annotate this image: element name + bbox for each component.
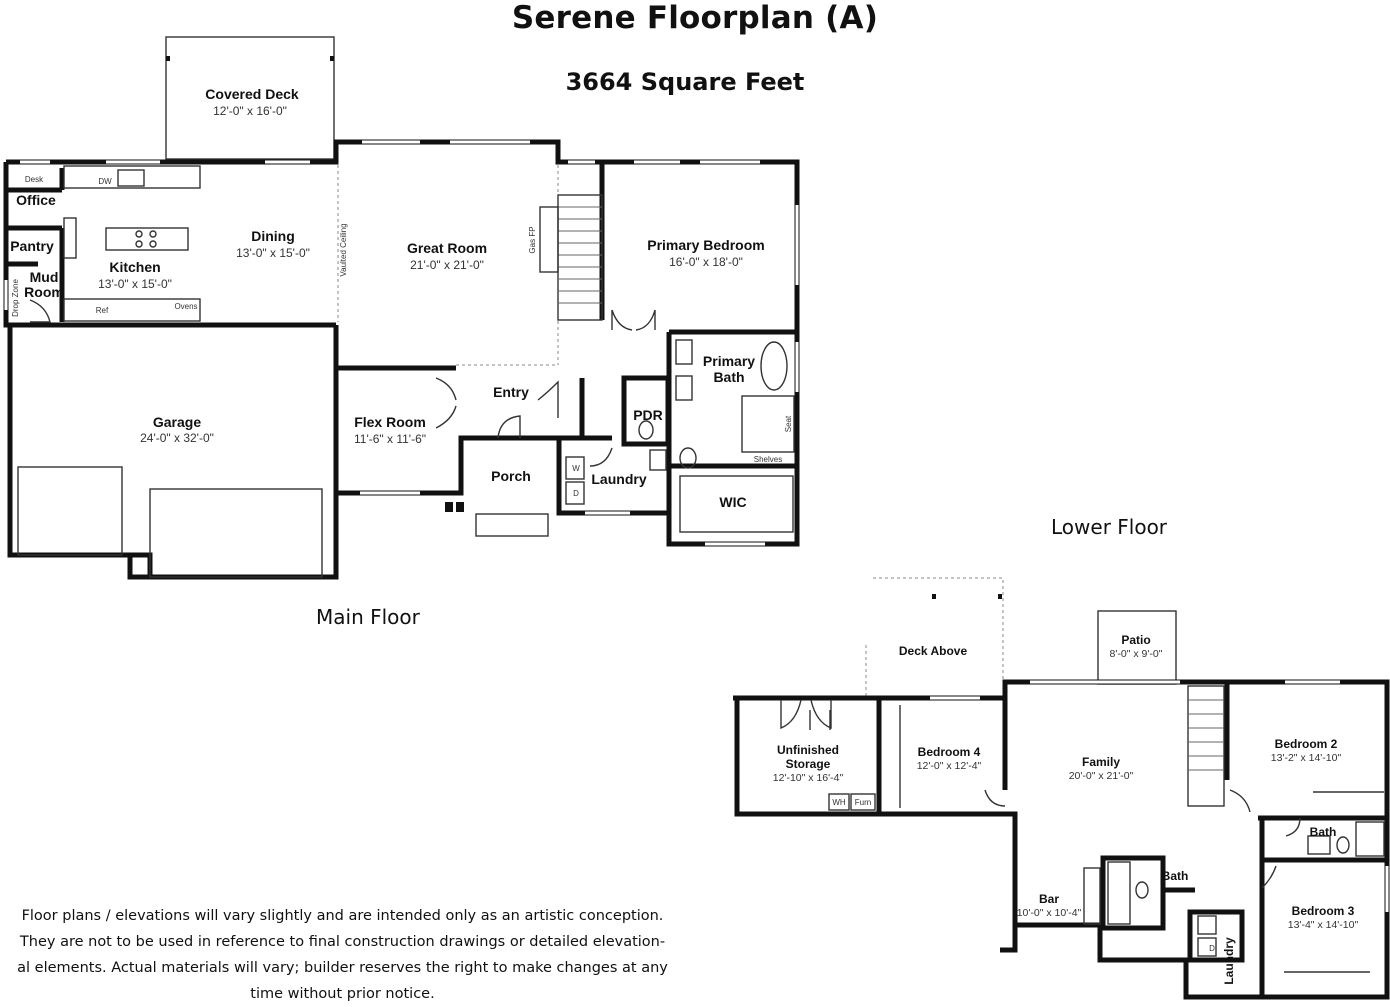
flex-room-name: Flex Room	[354, 414, 426, 430]
flex-room-dims: 11'-6" x 11'-6"	[354, 432, 426, 446]
gas-fp-label: Gas FP	[528, 226, 537, 253]
patio-name: Patio	[1121, 633, 1150, 647]
bedroom-2-dims: 13'-2" x 14'-10"	[1271, 752, 1342, 764]
dining-name: Dining	[251, 228, 295, 244]
main-stairs	[557, 194, 603, 321]
wic-shelves	[679, 475, 794, 533]
shower	[741, 395, 795, 453]
bath-lower-center-name: Bath	[1162, 869, 1189, 883]
porch-steps	[475, 513, 549, 537]
bedroom-3-dims: 13'-4" x 14'-10"	[1288, 919, 1359, 931]
square-footage: 3664 Square Feet	[565, 68, 805, 96]
bar-dims: 10'-0" x 10'-4"	[1017, 907, 1082, 919]
bedroom-4-name: Bedroom 4	[918, 745, 981, 759]
garage-name: Garage	[153, 414, 201, 430]
wic-name: WIC	[719, 494, 746, 510]
lower-floor-label: Lower Floor	[1051, 515, 1168, 539]
front-door	[497, 415, 521, 439]
bedroom-2-name: Bedroom 2	[1275, 737, 1338, 751]
storage-doors	[780, 699, 832, 730]
furnace-label: Furn	[855, 798, 871, 807]
lower-stairs	[1187, 685, 1225, 807]
main-floor-plan	[3, 36, 831, 730]
entry-name: Entry	[493, 384, 529, 400]
laundry-name: Laundry	[591, 471, 646, 487]
great-room-name: Great Room	[407, 240, 487, 256]
mud-room-door	[29, 299, 51, 323]
bedroom-4-dims: 12'-0" x 12'-4"	[917, 760, 982, 772]
dishwasher-label: DW	[98, 177, 112, 186]
disclaimer-line: time without prior notice.	[250, 986, 435, 1002]
great-room-dims: 21'-0" x 21'-0"	[410, 258, 484, 272]
garage-dims: 24'-0" x 32'-0"	[140, 431, 214, 445]
laundry-lower-name: Laundry	[1222, 937, 1236, 985]
primary-bedroom-doors	[611, 309, 656, 331]
garage-door-left	[17, 466, 123, 556]
main-exterior-walls	[3, 139, 800, 580]
covered-deck-outline	[165, 36, 335, 160]
pdr-name: PDR	[633, 407, 663, 423]
bathtub	[760, 341, 788, 391]
primary-bedroom-dims: 16'-0" x 18'-0"	[669, 255, 743, 269]
disclaimer-line: Floor plans / elevations will vary sligh…	[21, 908, 664, 924]
water-heater-label: WH	[832, 798, 846, 807]
bath-lower-right-name: Bath	[1310, 825, 1337, 839]
disclaimer-line: al elements. Actual materials will vary;…	[17, 960, 668, 976]
seat-label: Seat	[784, 415, 793, 432]
drop-zone-label: Drop Zone	[11, 279, 20, 317]
kitchen-name: Kitchen	[109, 259, 160, 275]
lower-dryer-label: D	[1209, 944, 1215, 953]
bar-name: Bar	[1039, 892, 1059, 906]
dryer-label: D	[573, 489, 579, 498]
disclaimer: Floor plans / elevations will vary sligh…	[10, 903, 675, 1007]
main-floor-label: Main Floor	[316, 605, 420, 629]
garage-door-right	[149, 488, 323, 578]
unfinished-storage-dims: 12'-10" x 16'-4"	[773, 772, 844, 784]
lower-exterior-walls	[733, 679, 1390, 1000]
washer-label: W	[572, 464, 580, 473]
kitchen-counter-bottom	[63, 298, 201, 322]
shelves-label: Shelves	[754, 455, 782, 464]
main-windows	[4, 140, 799, 546]
kitchen-dims: 13'-0" x 15'-0"	[98, 277, 172, 291]
deck-above-name: Deck Above	[899, 644, 968, 658]
kitchen-counter-top	[63, 165, 201, 189]
office-name: Office	[16, 192, 56, 208]
dining-dims: 13'-0" x 15'-0"	[236, 246, 310, 260]
family-dims: 20'-0" x 21'-0"	[1069, 770, 1134, 782]
primary-bedroom-name: Primary Bedroom	[647, 237, 764, 253]
kitchen-island	[105, 227, 189, 251]
family-name: Family	[1082, 755, 1120, 769]
patio-dims: 8'-0" x 9'-0"	[1110, 648, 1163, 660]
covered-deck-dims: 12'-0" x 16'-0"	[213, 104, 287, 118]
lower-floor-plan	[733, 577, 1390, 1000]
refrigerator-label: Ref	[96, 306, 109, 315]
pantry-name: Pantry	[10, 238, 54, 254]
bedroom-3-name: Bedroom 3	[1292, 904, 1355, 918]
page-title: Serene Floorplan (A)	[511, 0, 879, 36]
ovens-label: Ovens	[174, 302, 197, 311]
porch-name: Porch	[491, 468, 531, 484]
gas-fireplace	[539, 206, 559, 273]
desk-label: Desk	[25, 175, 44, 184]
covered-deck-name: Covered Deck	[205, 86, 299, 102]
vaulted-ceiling-label: Vaulted Ceiling	[339, 223, 348, 276]
disclaimer-line: They are not to be used in reference to …	[19, 934, 666, 950]
